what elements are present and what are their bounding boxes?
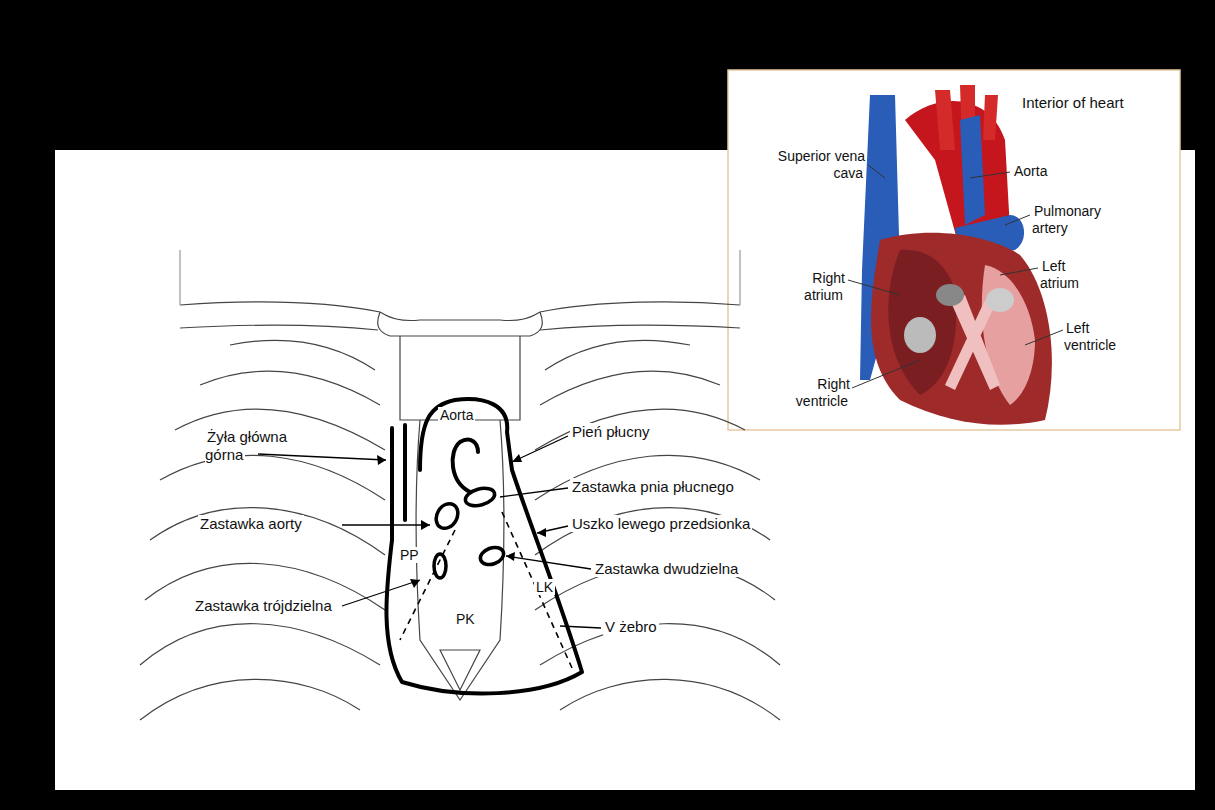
part-label: Pulmonary artery: [1032, 203, 1127, 237]
part-label-text: Aorta: [438, 407, 475, 423]
part-label: Uszko lewego przedsionka: [570, 515, 752, 533]
part-label-text: Zastawka aorty: [198, 515, 304, 532]
part-label-text: Aorta: [1012, 163, 1049, 179]
part-label: V żebro: [603, 618, 659, 636]
part-label: Pień płucny: [570, 423, 652, 441]
part-label-text: Zastawka pnia płucnego: [570, 478, 736, 495]
part-label-text: PK: [454, 611, 477, 627]
part-label-text: Pień płucny: [570, 423, 652, 440]
part-label-text: Pulmonary artery: [1032, 203, 1101, 236]
part-label: Zastawka aorty: [198, 515, 304, 533]
part-label-text: Left ventricle: [1064, 320, 1118, 353]
part-label: Żyła główna górna: [205, 428, 325, 464]
part-label-text: Left atrium: [1040, 258, 1081, 291]
part-label-text: Interior of heart: [1020, 94, 1126, 111]
part-label: Zastawka dwudzielna: [593, 560, 740, 578]
part-label-text: V żebro: [603, 618, 659, 635]
part-label-text: Superior vena cava: [776, 148, 865, 181]
part-label: Superior vena cava: [770, 148, 865, 182]
part-label: Aorta: [1012, 163, 1049, 180]
part-label: Zastawka trójdzielna: [193, 597, 334, 615]
part-label-text: Zastawka trójdzielna: [193, 597, 334, 614]
part-label-text: LK: [534, 579, 555, 595]
part-label: PK: [454, 611, 477, 628]
part-label-text: Right atrium: [804, 270, 845, 303]
part-label-text: Uszko lewego przedsionka: [570, 515, 752, 532]
part-label: Left atrium: [1040, 258, 1110, 292]
part-label-text: PP: [398, 547, 421, 563]
part-label: Zastawka pnia płucnego: [570, 478, 736, 496]
part-label: Aorta: [438, 407, 475, 424]
part-label: Right ventricle: [765, 376, 850, 410]
part-label-text: Żyła główna górna: [205, 428, 287, 463]
part-label: Interior of heart: [1020, 94, 1126, 112]
part-label: Left ventricle: [1064, 320, 1144, 354]
part-label: LK: [534, 579, 555, 596]
part-label: PP: [398, 547, 421, 564]
part-label-text: Right ventricle: [796, 376, 850, 409]
part-label: Right atrium: [780, 270, 845, 304]
part-label-text: Zastawka dwudzielna: [593, 560, 740, 577]
